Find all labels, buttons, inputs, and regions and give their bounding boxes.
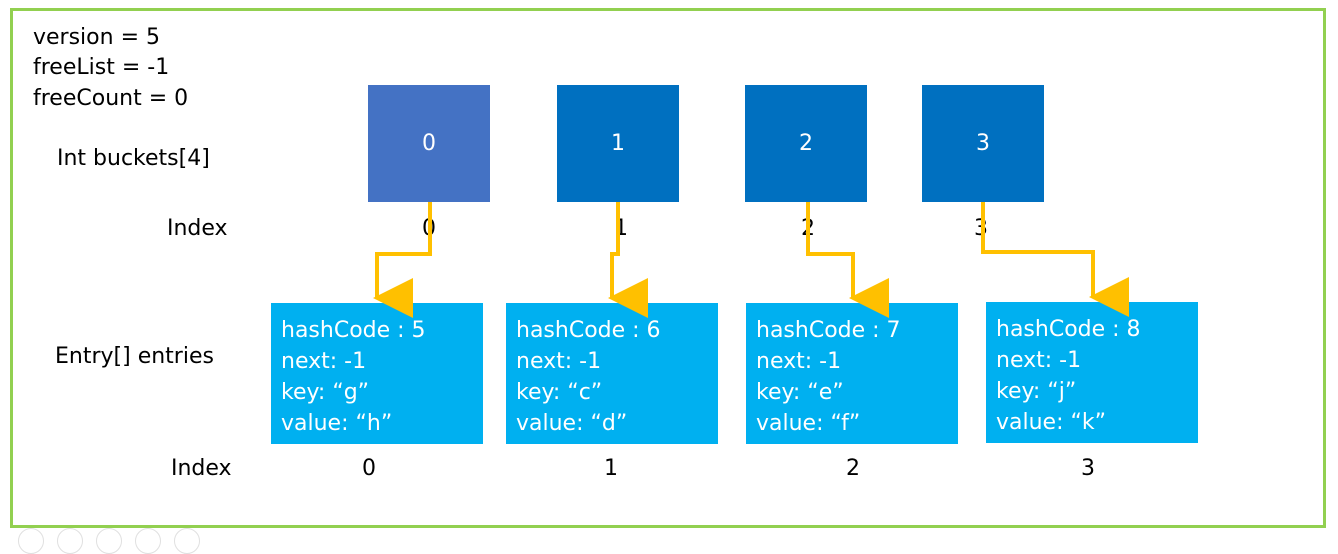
bucket-value: 3 xyxy=(976,131,990,156)
buckets-label: Int buckets[4] xyxy=(57,146,210,171)
entry-3: hashCode : 8 next: -1 key: “j” value: “k… xyxy=(986,302,1198,443)
bucket-index-0: 0 xyxy=(422,216,436,241)
version-text: version = 5 xyxy=(33,25,160,50)
entry-index-1: 1 xyxy=(604,456,618,481)
entry-key: key: “e” xyxy=(756,380,844,405)
circle-icon xyxy=(174,528,200,554)
entries-label: Entry[] entries xyxy=(55,344,214,369)
entry-next: next: -1 xyxy=(756,349,842,374)
bucket-index-label: Index xyxy=(167,216,228,241)
entry-value: value: “k” xyxy=(996,410,1107,435)
entry-1: hashCode : 6 next: -1 key: “c” value: “d… xyxy=(506,303,718,444)
bucket-2: 2 xyxy=(745,85,867,202)
freelist-text: freeList = -1 xyxy=(33,55,170,80)
entry-value: value: “f” xyxy=(756,411,861,436)
freecount-text: freeCount = 0 xyxy=(33,86,189,111)
circle-icon xyxy=(135,528,161,554)
entry-key: key: “j” xyxy=(996,379,1077,404)
entry-key: key: “c” xyxy=(516,380,603,405)
entry-2: hashCode : 7 next: -1 key: “e” value: “f… xyxy=(746,303,958,444)
entry-index-0: 0 xyxy=(362,456,376,481)
entry-next: next: -1 xyxy=(996,348,1082,373)
entry-index-3: 3 xyxy=(1081,456,1095,481)
bucket-index-3: 3 xyxy=(974,216,988,241)
entry-hashcode: hashCode : 5 xyxy=(281,318,426,343)
bucket-value: 1 xyxy=(611,131,625,156)
bucket-index-1: 1 xyxy=(614,216,628,241)
bucket-value: 0 xyxy=(422,131,436,156)
bucket-index-2: 2 xyxy=(801,216,815,241)
bucket-1: 1 xyxy=(557,85,679,202)
entry-hashcode: hashCode : 7 xyxy=(756,318,901,343)
bucket-value: 2 xyxy=(799,131,813,156)
circle-icon xyxy=(18,528,44,554)
entry-index-label: Index xyxy=(171,456,232,481)
entry-value: value: “d” xyxy=(516,411,628,436)
bucket-3: 3 xyxy=(922,85,1044,202)
bucket-0: 0 xyxy=(368,85,490,202)
entry-index-2: 2 xyxy=(846,456,860,481)
entry-next: next: -1 xyxy=(516,349,602,374)
circle-icon xyxy=(96,528,122,554)
entry-hashcode: hashCode : 6 xyxy=(516,318,661,343)
entry-hashcode: hashCode : 8 xyxy=(996,317,1141,342)
entry-value: value: “h” xyxy=(281,411,393,436)
entry-key: key: “g” xyxy=(281,380,370,405)
entry-0: hashCode : 5 next: -1 key: “g” value: “h… xyxy=(271,303,483,444)
entry-next: next: -1 xyxy=(281,349,367,374)
circle-icon xyxy=(57,528,83,554)
diagram-frame xyxy=(10,8,1326,528)
